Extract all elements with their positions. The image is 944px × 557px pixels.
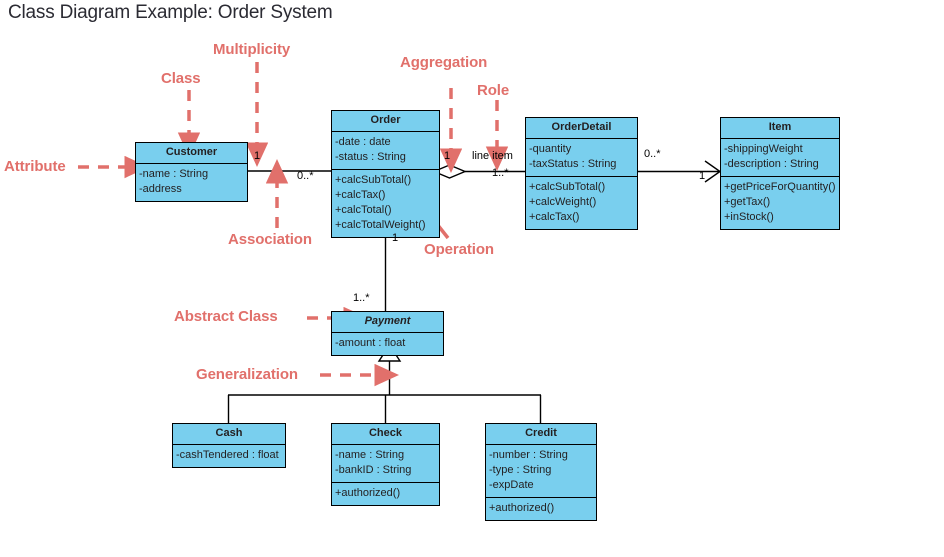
role-label-line-item: line item [472,150,513,162]
annotation-operation: Operation [424,241,494,258]
operation: +calcWeight() [529,196,597,208]
class-box-order[interactable]: Order -date : date -status : String +cal… [331,110,440,238]
attribute: -date : date [335,136,391,148]
operation: +calcTotal() [335,204,392,216]
attribute: -shippingWeight [724,143,803,155]
operation: +calcTotalWeight() [335,219,426,231]
class-name-customer: Customer [136,143,247,164]
attributes-payment: -amount : float [332,333,443,355]
attribute: -address [139,183,182,195]
attributes-item: -shippingWeight -description : String [721,139,839,176]
class-box-item[interactable]: Item -shippingWeight -description : Stri… [720,117,840,230]
class-name-cash: Cash [173,424,285,445]
operation: +inStock() [724,211,774,223]
attribute: -quantity [529,143,572,155]
class-box-customer[interactable]: Customer -name : String -address [135,142,248,202]
operations-credit: +authorized() [486,497,596,520]
attributes-credit: -number : String -type : String -expDate [486,445,596,497]
class-name-credit: Credit [486,424,596,445]
class-box-check[interactable]: Check -name : String -bankID : String +a… [331,423,440,506]
operations-check: +authorized() [332,482,439,505]
multiplicity-order-aggregation: 1 [444,150,451,162]
operation: +calcSubTotal() [529,181,606,193]
annotation-association: Association [228,231,312,248]
operation: +calcTax() [335,189,386,201]
operation: +calcTax() [529,211,580,223]
multiplicity-order-side: 0..* [297,170,314,182]
attributes-order: -date : date -status : String [332,132,439,169]
operations-order: +calcSubTotal() +calcTax() +calcTotal() … [332,169,439,237]
attribute: -type : String [489,464,552,476]
attribute: -expDate [489,479,534,491]
operation: +calcSubTotal() [335,174,412,186]
class-box-cash[interactable]: Cash -cashTendered : float [172,423,286,468]
annotation-generalization: Generalization [196,366,298,383]
class-box-credit[interactable]: Credit -number : String -type : String -… [485,423,597,521]
operation: +getPriceForQuantity() [724,181,836,193]
class-name-orderdetail: OrderDetail [526,118,637,139]
open-arrowhead-item [704,160,722,183]
multiplicity-orderdetail-item-right: 1 [699,170,706,182]
attribute: -status : String [335,151,406,163]
multiplicity-customer-side: 1 [254,150,261,162]
page-title: Class Diagram Example: Order System [8,2,333,23]
attribute: -amount : float [335,337,406,349]
operations-orderdetail: +calcSubTotal() +calcWeight() +calcTax() [526,176,637,229]
annotation-multiplicity: Multiplicity [213,41,291,58]
annotation-attribute: Attribute [4,158,66,175]
class-name-item: Item [721,118,839,139]
multiplicity-order-payment-top: 1 [392,232,399,244]
attribute: -taxStatus : String [529,158,617,170]
attribute: -name : String [139,168,209,180]
attribute: -description : String [724,158,819,170]
attributes-cash: -cashTendered : float [173,445,285,467]
class-name-payment: Payment [332,312,443,333]
multiplicity-orderdetail-item-left: 0..* [644,148,661,160]
annotation-role: Role [477,82,510,99]
operation: +getTax() [724,196,771,208]
annotation-class: Class [161,70,201,87]
multiplicity-orderdetail-aggregation: 1..* [492,167,509,179]
attributes-check: -name : String -bankID : String [332,445,439,482]
class-box-payment[interactable]: Payment -amount : float [331,311,444,356]
attributes-orderdetail: -quantity -taxStatus : String [526,139,637,176]
attribute: -cashTendered : float [176,449,279,461]
attribute: -number : String [489,449,568,461]
operation: +authorized() [335,487,401,499]
attributes-customer: -name : String -address [136,164,247,201]
class-name-order: Order [332,111,439,132]
operations-item: +getPriceForQuantity() +getTax() +inStoc… [721,176,839,229]
annotation-aggregation: Aggregation [400,54,488,71]
class-box-orderdetail[interactable]: OrderDetail -quantity -taxStatus : Strin… [525,117,638,230]
multiplicity-order-payment-bottom: 1..* [353,292,370,304]
class-name-check: Check [332,424,439,445]
annotation-abstract-class: Abstract Class [174,308,278,325]
attribute: -name : String [335,449,405,461]
operation: +authorized() [489,502,555,514]
attribute: -bankID : String [335,464,412,476]
